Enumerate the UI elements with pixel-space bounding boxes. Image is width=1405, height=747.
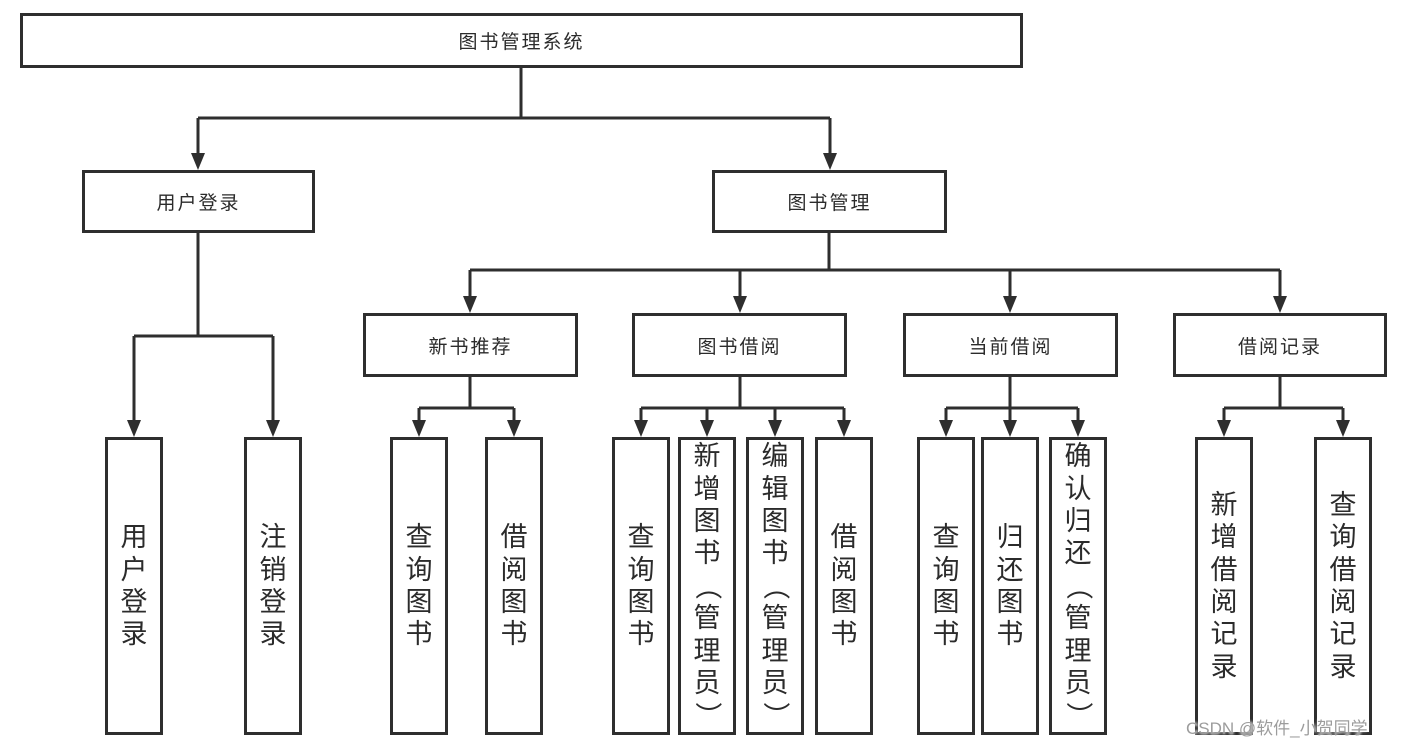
leaf-borrow-borrow-books-label: 借阅图书 xyxy=(830,522,858,650)
node-borrow-records-label: 借阅记录 xyxy=(1237,336,1322,358)
arrowheads xyxy=(127,153,1350,437)
leaf-records-add-record: 新增借阅记录 xyxy=(1195,437,1253,735)
leaf-borrow-query-books-label: 查询图书 xyxy=(627,522,655,650)
node-new-book-recommend: 新书推荐 xyxy=(363,313,578,377)
leaf-borrow-edit-books-admin: 编辑图书（管理员） xyxy=(746,437,804,735)
leaf-borrow-query-books: 查询图书 xyxy=(612,437,670,735)
node-borrow-records: 借阅记录 xyxy=(1173,313,1387,377)
node-user-login-label: 用户登录 xyxy=(156,193,241,214)
leaf-current-query-books-label: 查询图书 xyxy=(932,522,960,650)
node-book-management: 图书管理 xyxy=(712,170,947,233)
leaf-user-login-label: 用户登录 xyxy=(120,522,148,650)
leaf-recommend-query-books-label: 查询图书 xyxy=(405,522,433,650)
leaf-recommend-query-books: 查询图书 xyxy=(390,437,448,735)
leaf-current-confirm-return-admin: 确认归还（管理员） xyxy=(1049,437,1107,735)
leaf-records-add-record-label: 新增借阅记录 xyxy=(1210,489,1238,682)
node-book-management-label: 图书管理 xyxy=(787,193,872,214)
node-current-borrow: 当前借阅 xyxy=(903,313,1118,377)
leaf-borrow-edit-books-admin-label: 编辑图书（管理员） xyxy=(760,441,791,730)
node-new-book-recommend-label: 新书推荐 xyxy=(428,336,513,358)
leaf-logout-label: 注销登录 xyxy=(259,522,287,650)
leaf-borrow-add-books-admin: 新增图书（管理员） xyxy=(678,437,736,735)
leaf-current-return-books: 归还图书 xyxy=(981,437,1039,735)
leaf-user-login: 用户登录 xyxy=(105,437,163,735)
leaf-logout: 注销登录 xyxy=(244,437,302,735)
node-root-label: 图书管理系统 xyxy=(458,32,585,53)
leaf-records-query-record-label: 查询借阅记录 xyxy=(1329,489,1357,682)
node-user-login: 用户登录 xyxy=(82,170,315,233)
leaf-borrow-add-books-admin-label: 新增图书（管理员） xyxy=(692,441,723,730)
leaf-current-confirm-return-admin-label: 确认归还（管理员） xyxy=(1063,441,1094,730)
leaf-recommend-borrow-books: 借阅图书 xyxy=(485,437,543,735)
leaf-records-query-record: 查询借阅记录 xyxy=(1314,437,1372,735)
node-root: 图书管理系统 xyxy=(20,13,1023,68)
leaf-current-query-books: 查询图书 xyxy=(917,437,975,735)
leaf-recommend-borrow-books-label: 借阅图书 xyxy=(500,522,528,650)
leaf-borrow-borrow-books: 借阅图书 xyxy=(815,437,873,735)
node-book-borrow: 图书借阅 xyxy=(632,313,847,377)
leaf-current-return-books-label: 归还图书 xyxy=(996,522,1024,650)
watermark-text: CSDN @软件_小贺同学 xyxy=(1186,719,1368,738)
node-book-borrow-label: 图书借阅 xyxy=(697,336,782,358)
node-current-borrow-label: 当前借阅 xyxy=(968,336,1053,358)
